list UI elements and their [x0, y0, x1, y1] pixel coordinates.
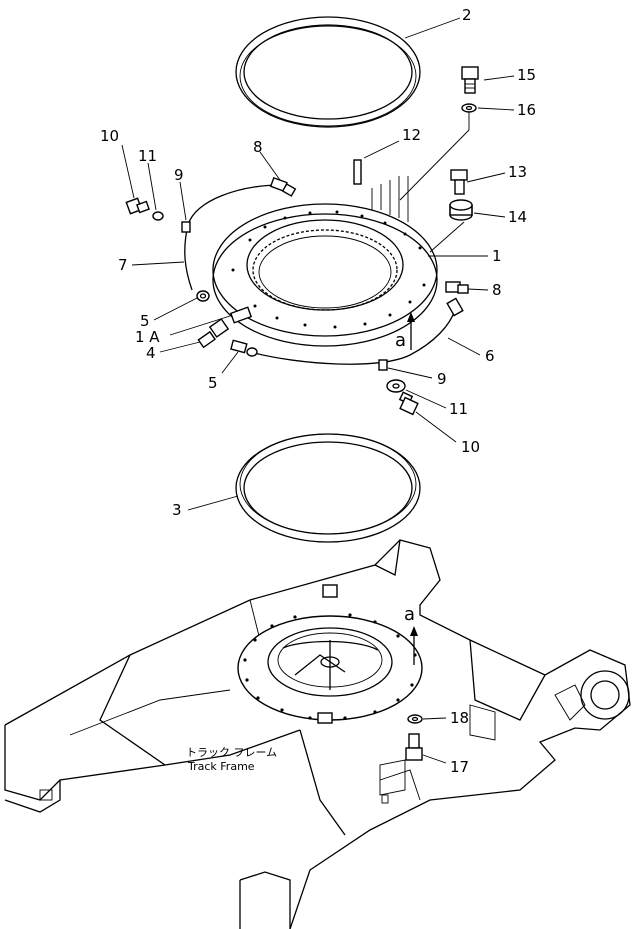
- callout-1A: 1 A: [135, 328, 160, 346]
- callout-13: 13: [508, 163, 527, 181]
- arrow-a-upper: [407, 312, 415, 350]
- callout-10-right: 10: [461, 438, 480, 456]
- seal-ring-lower: [235, 433, 421, 543]
- callout-4: 4: [146, 344, 156, 362]
- callout-15: 15: [517, 66, 536, 84]
- track-frame-label-en: Track Frame: [187, 760, 255, 773]
- callout-3: 3: [172, 501, 182, 519]
- callout-a-lower: a: [404, 604, 415, 625]
- fitting-5-lower: [230, 339, 258, 357]
- swing-circle: [212, 203, 438, 347]
- callout-1: 1: [492, 247, 502, 265]
- grease-tube-7: [184, 176, 297, 291]
- callout-6: 6: [485, 347, 495, 365]
- washer-18: [407, 714, 423, 724]
- track-frame: [4, 539, 631, 929]
- bolt-10-right: [398, 391, 419, 416]
- fitting-1A: [229, 306, 253, 324]
- callout-9-left: 9: [174, 166, 184, 184]
- bolt-10-left: [125, 197, 150, 215]
- washer-16: [461, 103, 477, 113]
- callout-7: 7: [118, 256, 128, 274]
- leader-lines: [121, 17, 515, 764]
- bolt-13: [450, 169, 468, 195]
- track-frame-label: トラック フレーム Track Frame: [186, 746, 277, 773]
- callout-8-right: 8: [492, 281, 502, 299]
- callout-labels: 2 15 16 12 10 11 9 8 13 14 7 1 8 5 1 A 4…: [100, 6, 536, 776]
- frame-circle-seat: [237, 584, 423, 724]
- seal-ring-upper: [235, 16, 421, 128]
- callout-10-left: 10: [100, 127, 119, 145]
- callout-2: 2: [462, 6, 472, 24]
- elbow-8-right: [445, 281, 469, 294]
- callout-9-right: 9: [437, 370, 447, 388]
- clamp-9-right: [378, 359, 388, 371]
- callout-8-top: 8: [253, 138, 263, 156]
- callout-14: 14: [508, 208, 527, 226]
- grease-nipple-4: [197, 318, 230, 349]
- bolt-15: [461, 66, 479, 94]
- callout-17: 17: [450, 758, 469, 776]
- callout-11-right: 11: [449, 400, 468, 418]
- callout-5-lower: 5: [208, 374, 218, 392]
- callout-a-upper: a: [395, 330, 406, 351]
- washer-11-right: [386, 379, 406, 393]
- spacer-14: [449, 199, 473, 221]
- track-frame-label-jp: トラック フレーム: [186, 746, 277, 759]
- grease-tube-6: [249, 297, 464, 365]
- callout-5-upper: 5: [140, 312, 150, 330]
- washer-11-left: [152, 211, 164, 221]
- pin-12: [353, 159, 362, 185]
- callout-12: 12: [402, 126, 421, 144]
- callout-16: 16: [517, 101, 536, 119]
- callout-18: 18: [450, 709, 469, 727]
- fitting-5-upper: [196, 290, 210, 302]
- clamp-9-left: [181, 221, 191, 233]
- bolt-17: [405, 733, 423, 761]
- arrow-a-lower: [410, 626, 418, 665]
- callout-11-left: 11: [138, 147, 157, 165]
